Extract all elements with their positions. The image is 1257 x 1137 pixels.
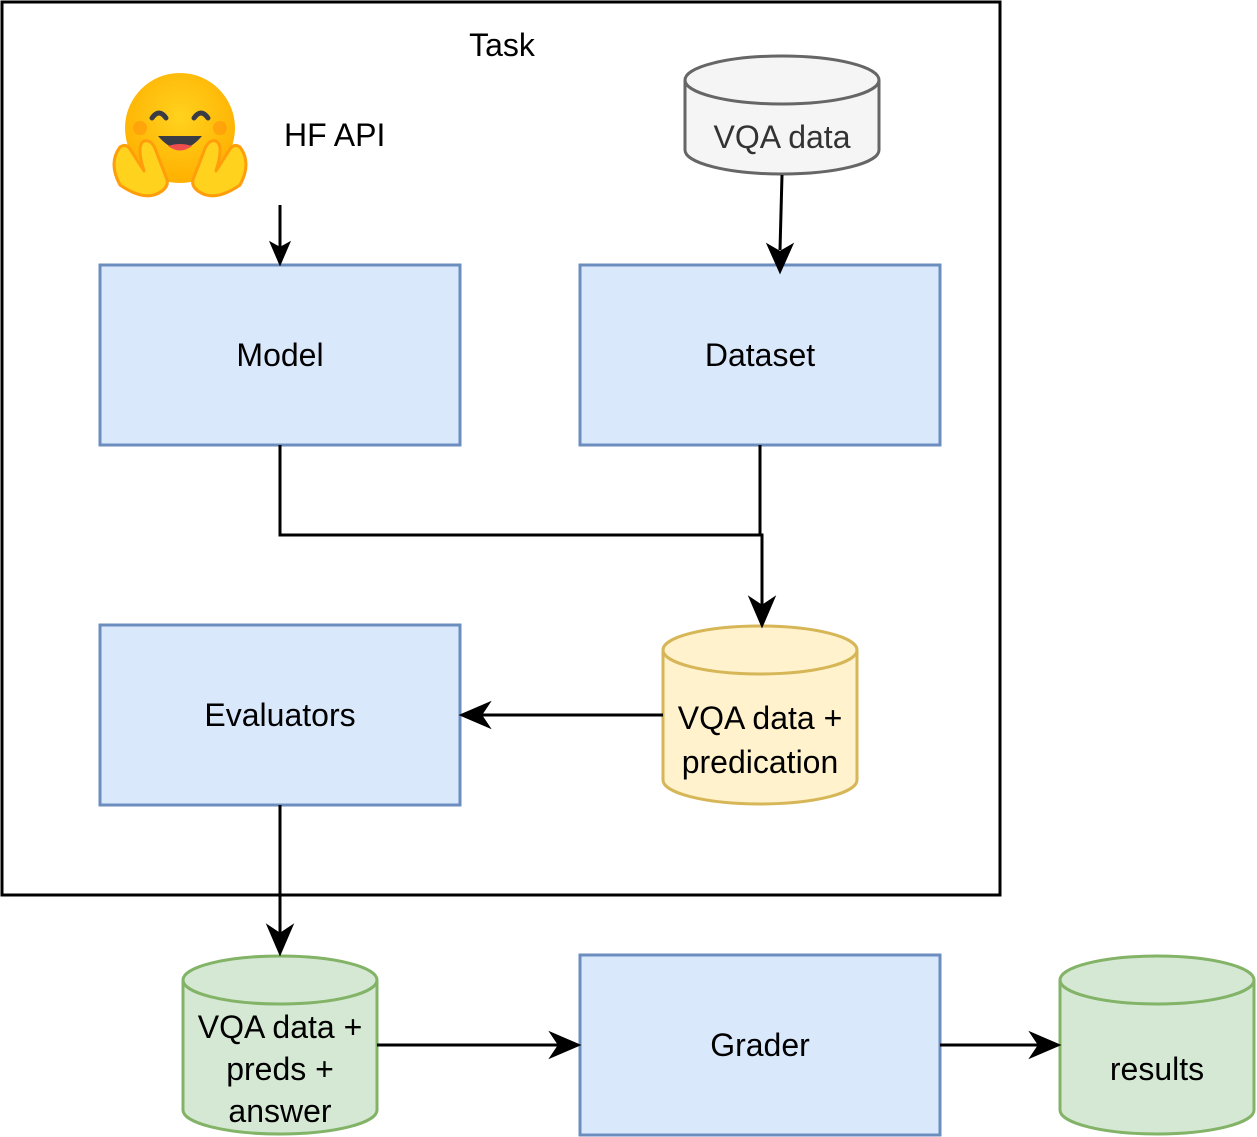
arrow-to-grader [548,1030,582,1060]
arrow-to-prediction [747,595,777,629]
arrow-hf-to-model [268,240,292,267]
vqa-preds-answer-store: VQA data + preds + answer [181,954,379,1136]
evaluators-label: Evaluators [204,697,355,733]
edge-vqa-to-dataset [778,174,784,251]
arrow-vqa-to-dataset [765,242,795,275]
hf-api-label: HF API [284,117,385,153]
evaluators-node: Evaluators [98,623,462,807]
dataset-label: Dataset [705,337,815,373]
edges [265,174,1062,1060]
hugging-face-emoji-icon [112,73,248,198]
vqa-preds-answer-line2: preds + [226,1051,334,1087]
dataset-node: Dataset [578,263,942,447]
model-node: Model [98,263,462,447]
arrow-to-answer [265,923,295,957]
task-container [0,0,1002,897]
arrow-to-results [1028,1030,1062,1060]
arrow-to-evaluators [458,700,492,730]
vqa-prediction-label-line2: predication [682,744,839,780]
edge-model-to-junction [278,445,762,537]
results-store: results [1058,954,1256,1136]
grader-label: Grader [710,1027,810,1063]
model-label: Model [236,337,323,373]
vqa-preds-answer-line1: VQA data + [198,1009,363,1045]
vqa-preds-answer-line3: answer [228,1093,332,1129]
task-title: Task [469,27,536,63]
results-label: results [1110,1051,1204,1087]
vqa-prediction-label-line1: VQA data + [678,700,843,736]
vqa-prediction-store: VQA data + predication [661,624,859,806]
grader-node: Grader [578,953,942,1137]
vqa-data-store: VQA data [683,54,881,176]
vqa-data-label: VQA data [714,119,851,155]
edge-dataset-to-prediction [758,445,764,605]
